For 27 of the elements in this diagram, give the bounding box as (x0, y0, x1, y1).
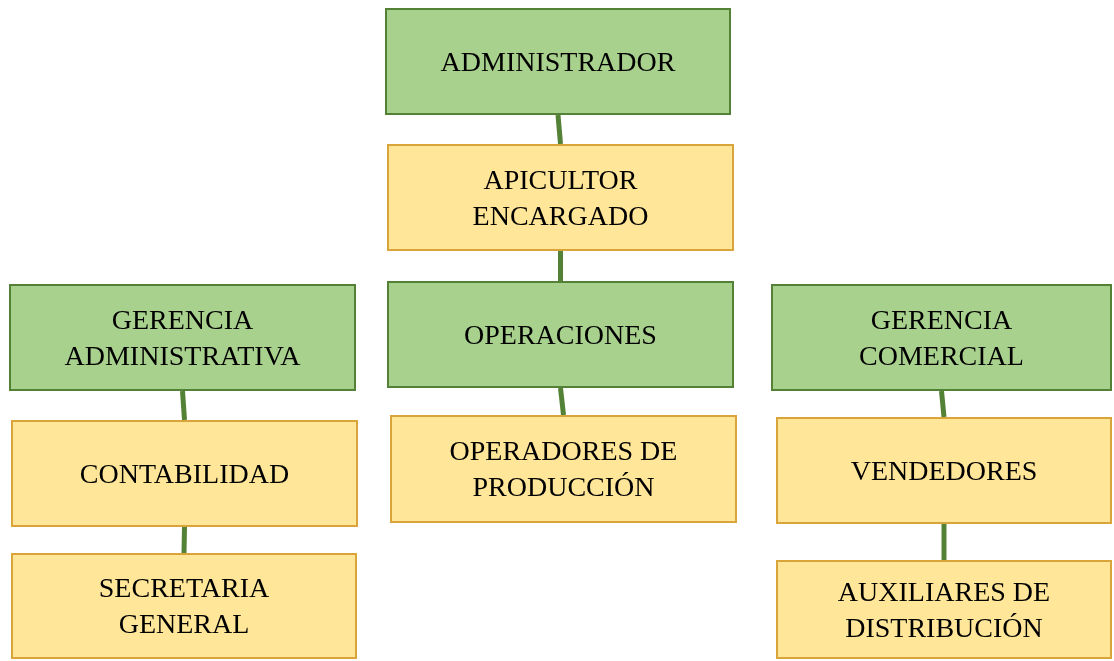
box-label: OPERADORES DE PRODUCCIÓN (448, 434, 679, 504)
box-label: AUXILIARES DE DISTRIBUCIÓN (836, 574, 1052, 645)
connector-line (939, 390, 947, 418)
box-label: ADMINISTRADOR (440, 44, 676, 79)
role-box (11, 553, 357, 659)
box-label: OPERACIONES (464, 317, 657, 352)
connector-line (558, 387, 566, 416)
role-box (390, 415, 737, 523)
role-box (776, 560, 1112, 659)
box-label: GERENCIA ADMINISTRATIVA (63, 302, 302, 373)
role-box (11, 420, 358, 527)
department-box (9, 284, 356, 391)
box-label: VENDEDORES (850, 453, 1038, 488)
role-box (387, 144, 734, 251)
connector-line (180, 390, 187, 421)
department-box (385, 8, 731, 115)
department-box (771, 284, 1112, 391)
box-label: CONTABILIDAD (79, 456, 290, 491)
role-box (776, 417, 1112, 524)
connector-line (558, 251, 563, 281)
box-label: SECRETARIA GENERAL (97, 571, 271, 641)
connector-line (941, 524, 947, 560)
department-box (387, 281, 734, 388)
connector-line (555, 114, 563, 145)
connector-line (181, 526, 187, 554)
box-label: APICULTOR ENCARGADO (471, 162, 650, 233)
box-label: GERENCIA COMERCIAL (858, 302, 1025, 373)
